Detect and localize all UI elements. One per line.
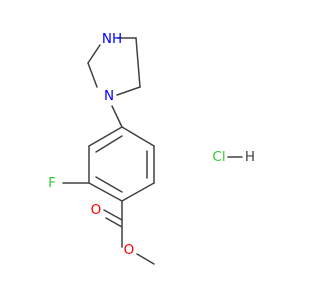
atom-label-carbonyl-oxygen: O (91, 202, 102, 218)
bond-n-aryl (111, 105, 123, 128)
bond-piperazine-3 (87, 62, 98, 88)
atom-label-nh: NH (102, 31, 122, 47)
bond-piperazine-2 (87, 44, 101, 64)
structure-diagram: NH N F O O Cl H (48, 31, 255, 265)
atom-label-n: N (104, 88, 114, 104)
atom-label-fluorine: F (48, 175, 56, 191)
bond-piperazine-4 (116, 86, 141, 96)
bond-benzene-inner-2 (95, 176, 123, 193)
atom-label-ester-oxygen: O (124, 242, 135, 258)
bond-benzene-3 (121, 182, 155, 202)
bond-benzene-1 (121, 126, 155, 147)
molecule-canvas: NH N F O O Cl H (48, 31, 256, 265)
bond-piperazine-5 (135, 37, 141, 88)
atom-label-chloride: Cl (212, 149, 225, 165)
bond-ester-methyl (136, 253, 155, 265)
atom-label-hydrogen: H (245, 149, 255, 165)
bond-benzene-4 (88, 182, 123, 202)
bond-benzene-6 (88, 126, 123, 147)
bond-carbonyl-double-outer (103, 209, 123, 221)
bond-carbonyl-double-inner (105, 217, 123, 228)
bond-benzene-inner-3 (95, 135, 123, 153)
